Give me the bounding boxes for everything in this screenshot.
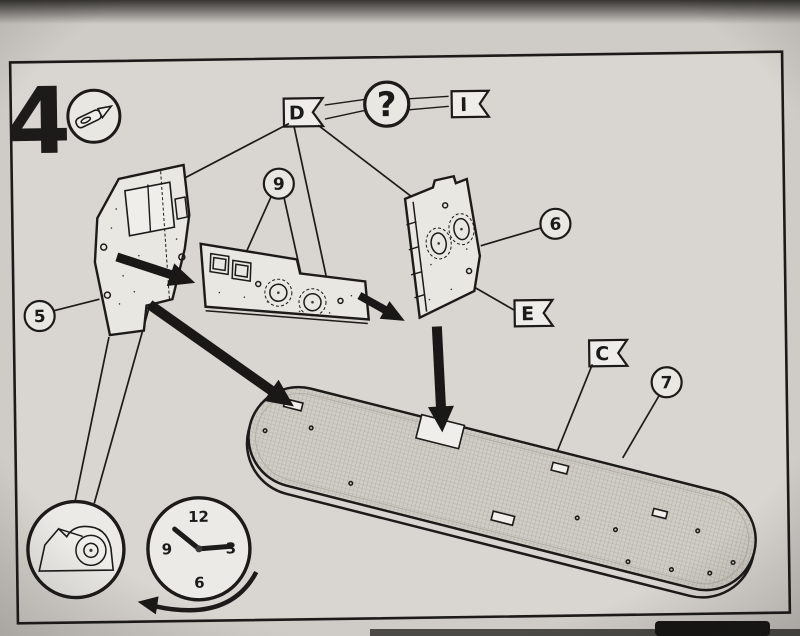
scanned-instruction-page: 4 D ? I E	[0, 0, 800, 636]
vignette-overlay	[0, 0, 800, 636]
instruction-sheet: 4 D ? I E	[0, 0, 800, 636]
